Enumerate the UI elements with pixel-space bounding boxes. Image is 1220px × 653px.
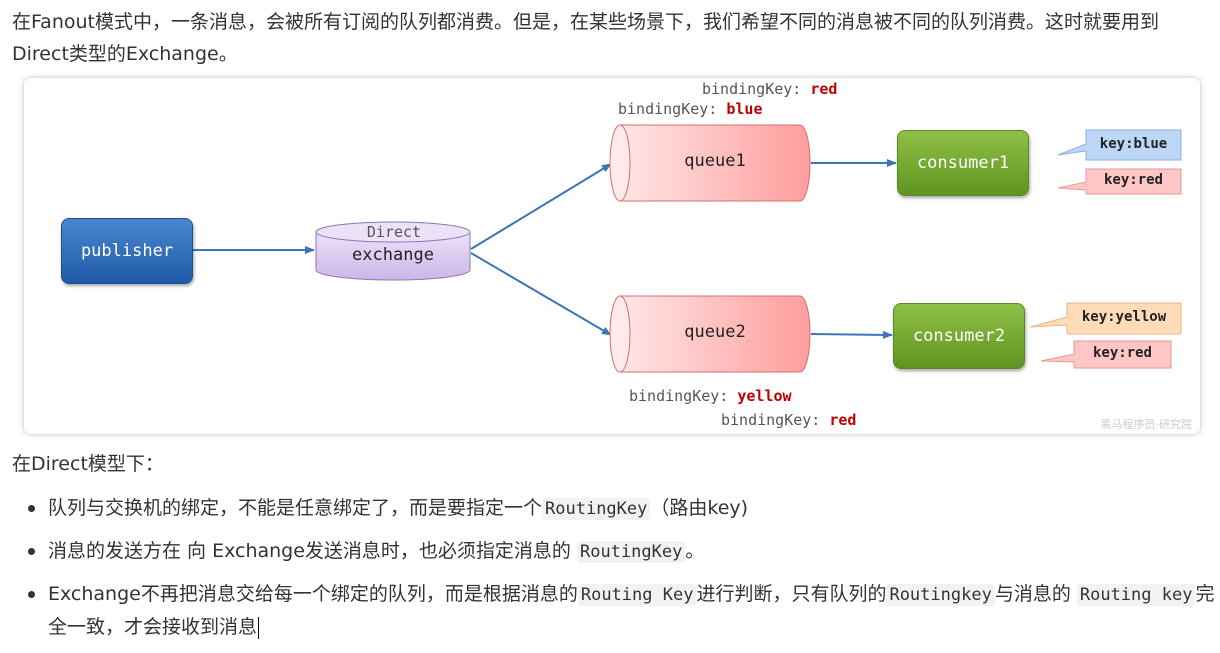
arrow-exchange-queue2 <box>470 252 612 336</box>
direct-exchange-diagram: publisher Direct exchange queue1 queue2 … <box>24 78 1200 434</box>
publisher-node: publisher <box>61 218 193 284</box>
consumer1-node: consumer1 <box>897 130 1029 196</box>
msg-c1-blue: key:blue <box>1099 136 1168 152</box>
arrow-queue2-consumer2 <box>810 330 893 339</box>
binding-key-q2-red: bindingKey: red <box>721 411 857 429</box>
msg-c2-red: key:red <box>1092 345 1152 361</box>
inline-code: Routingkey <box>886 584 995 606</box>
queue1-label: queue1 <box>684 151 746 171</box>
diagram-graphics <box>192 124 1182 373</box>
consumer2-node: consumer2 <box>893 303 1025 369</box>
text-cursor <box>258 616 260 639</box>
queue2-label: queue2 <box>684 322 746 342</box>
exchange-label: exchange <box>352 245 434 265</box>
binding-key-q1-red: bindingKey: red <box>702 80 838 98</box>
binding-key-q1-blue: bindingKey: blue <box>618 100 763 118</box>
msg-callout-c2-red <box>1040 340 1172 369</box>
queue1-cylinder <box>609 124 811 202</box>
exchange-cylinder <box>315 221 471 281</box>
bullet-item-2: 消息的发送方在 向 Exchange发送消息时，也必须指定消息的 Routing… <box>26 535 1216 568</box>
section-heading: 在Direct模型下： <box>12 453 164 475</box>
msg-c2-yellow: key:yellow <box>1081 309 1167 325</box>
watermark: 黑马程序员·研究院 <box>1100 418 1193 431</box>
inline-code: RoutingKey <box>576 541 686 563</box>
inline-code: Routing Key <box>577 584 697 606</box>
inline-code: RoutingKey <box>542 498 651 520</box>
binding-key-q2-yellow: bindingKey: yellow <box>629 387 792 405</box>
msg-callout-c2-yellow <box>1029 302 1182 335</box>
msg-c1-red: key:red <box>1103 172 1163 188</box>
msg-callout-c1-blue <box>1057 129 1182 161</box>
msg-callout-c1-red <box>1057 168 1182 195</box>
exchange-type-label: Direct <box>366 223 422 241</box>
inline-code: Routing key <box>1076 584 1196 606</box>
arrow-exchange-queue1 <box>470 163 612 250</box>
intro-paragraph: 在Fanout模式中，一条消息，会被所有订阅的队列都消费。但是，在某些场景下，我… <box>12 11 1159 65</box>
queue2-cylinder <box>609 295 811 373</box>
